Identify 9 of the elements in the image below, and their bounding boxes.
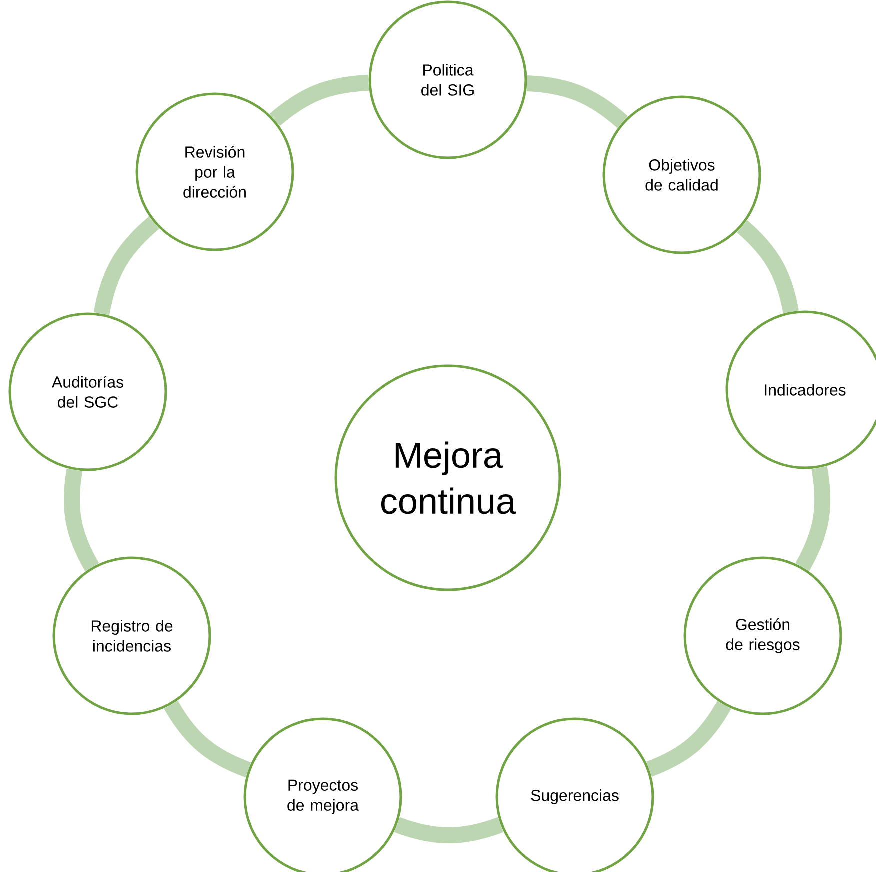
ring-band xyxy=(646,701,732,777)
ring-band xyxy=(164,700,252,778)
ring-band xyxy=(94,216,160,316)
ring-band xyxy=(394,817,504,844)
ring-band xyxy=(270,74,370,126)
ring-band xyxy=(795,466,831,572)
ring-band xyxy=(736,220,799,314)
ring-band xyxy=(526,75,628,128)
ring-band xyxy=(64,468,100,572)
